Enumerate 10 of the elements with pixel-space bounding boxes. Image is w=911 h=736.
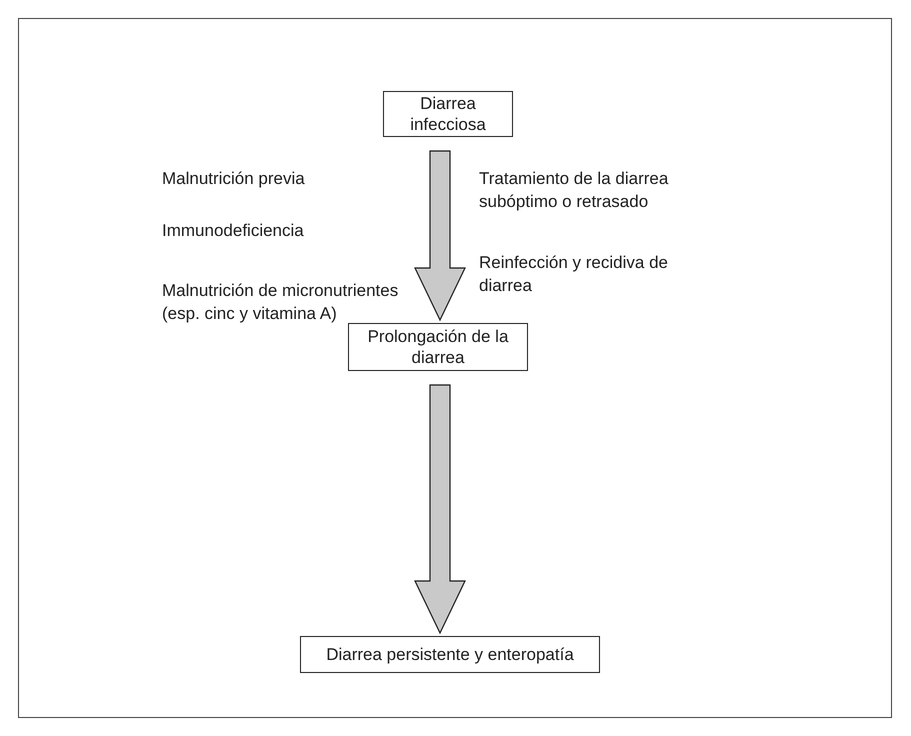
factor-label: Tratamiento de la diarrea subóptimo o retrasado: [479, 168, 670, 213]
factor-label: Immunodeficiencia: [162, 220, 305, 242]
process-box: Diarrea persistente y enteropatía: [300, 636, 600, 673]
factor-label: Malnutrición previa: [162, 168, 306, 190]
block-arrow: [414, 150, 466, 322]
block-arrow: [414, 384, 466, 634]
process-box: Diarrea infecciosa: [383, 91, 513, 137]
factor-label: Reinfección y recidiva de diarrea: [479, 252, 669, 297]
process-box: Prolongación de la diarrea: [348, 323, 528, 371]
factor-label: Malnutrición de micronutrientes (esp. cinc y vitamina A): [162, 280, 400, 325]
